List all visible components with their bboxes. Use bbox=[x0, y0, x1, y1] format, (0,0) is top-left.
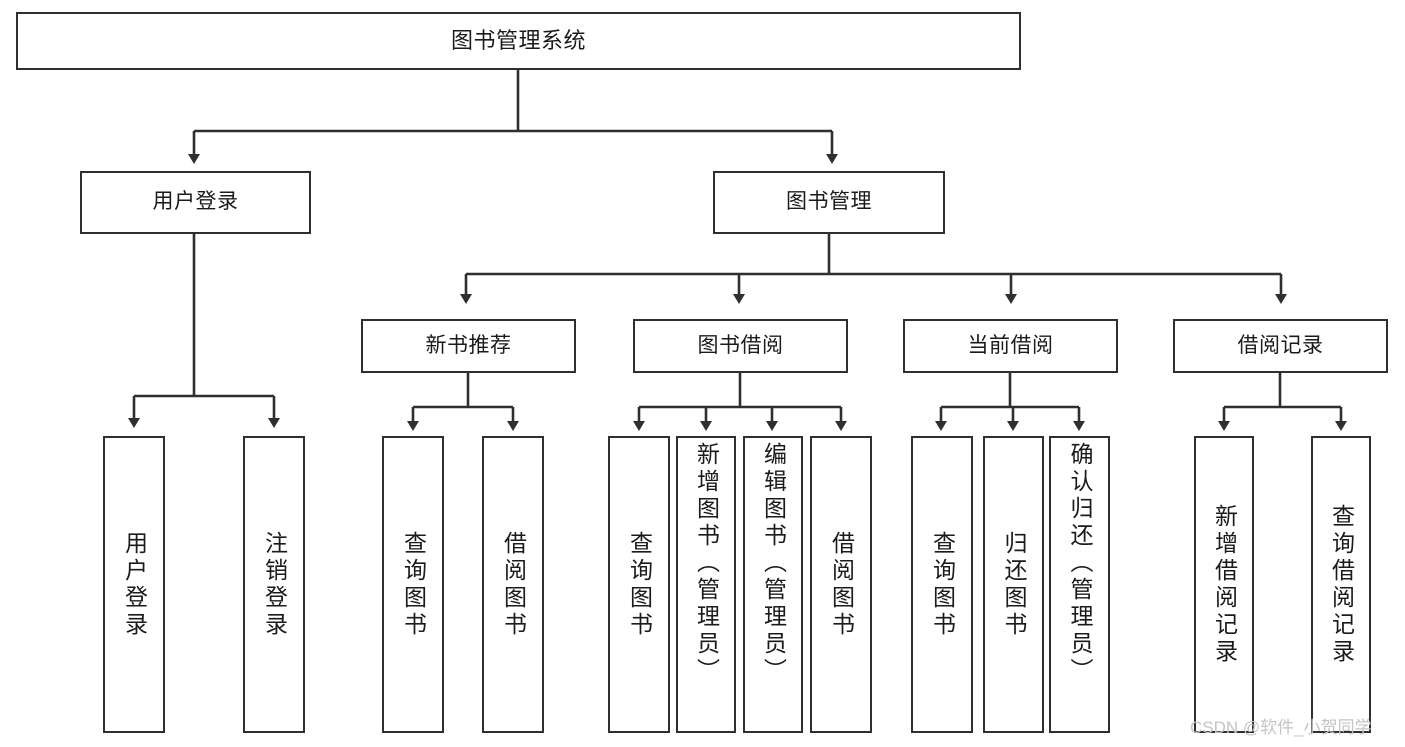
leaf-user-login[interactable]: 用户登录 bbox=[103, 436, 165, 733]
node-book-management-label: 图书管理 bbox=[786, 190, 872, 214]
leaf-query-book-2[interactable]: 查询图书 bbox=[608, 436, 670, 733]
leaf-borrow-book-2-label: 借阅图书 bbox=[828, 530, 855, 639]
node-new-book-recommend[interactable]: 新书推荐 bbox=[361, 319, 576, 373]
leaf-add-record[interactable]: 新增借阅记录 bbox=[1194, 436, 1254, 733]
leaf-logout-login-label: 注销登录 bbox=[261, 530, 288, 639]
node-current-borrow[interactable]: 当前借阅 bbox=[903, 319, 1118, 373]
leaf-add-book-label: 新增图书（管理员） bbox=[693, 442, 720, 685]
node-borrow-record-label: 借阅记录 bbox=[1237, 333, 1324, 357]
node-book-borrow-label: 图书借阅 bbox=[697, 333, 784, 357]
leaf-borrow-book-1-label: 借阅图书 bbox=[500, 530, 527, 639]
leaf-query-record-label: 查询借阅记录 bbox=[1328, 503, 1355, 666]
leaf-edit-book[interactable]: 编辑图书（管理员） bbox=[743, 436, 803, 733]
leaf-query-book-2-label: 查询图书 bbox=[626, 530, 653, 639]
leaf-add-book[interactable]: 新增图书（管理员） bbox=[676, 436, 736, 733]
leaf-return-book-label: 归还图书 bbox=[1001, 530, 1027, 639]
leaf-query-book-1-label: 查询图书 bbox=[400, 530, 427, 639]
leaf-logout-login[interactable]: 注销登录 bbox=[243, 436, 305, 733]
leaf-add-record-label: 新增借阅记录 bbox=[1211, 503, 1238, 666]
leaf-query-book-3[interactable]: 查询图书 bbox=[911, 436, 973, 733]
leaf-borrow-book-2[interactable]: 借阅图书 bbox=[810, 436, 872, 733]
node-book-borrow[interactable]: 图书借阅 bbox=[633, 319, 848, 373]
node-root-label: 图书管理系统 bbox=[450, 28, 586, 54]
leaf-confirm-return[interactable]: 确认归还（管理员） bbox=[1049, 436, 1110, 733]
node-new-book-recommend-label: 新书推荐 bbox=[425, 333, 512, 357]
csdn-watermark: CSDN @软件_小贺同学 bbox=[1190, 718, 1372, 737]
node-user-login[interactable]: 用户登录 bbox=[80, 171, 311, 234]
leaf-return-book[interactable]: 归还图书 bbox=[983, 436, 1044, 733]
leaf-query-record[interactable]: 查询借阅记录 bbox=[1311, 436, 1371, 733]
leaf-edit-book-label: 编辑图书（管理员） bbox=[760, 442, 787, 685]
leaf-query-book-3-label: 查询图书 bbox=[929, 530, 956, 639]
leaf-query-book-1[interactable]: 查询图书 bbox=[382, 436, 444, 733]
node-borrow-record[interactable]: 借阅记录 bbox=[1173, 319, 1388, 373]
leaf-borrow-book-1[interactable]: 借阅图书 bbox=[482, 436, 544, 733]
leaf-user-login-label: 用户登录 bbox=[121, 530, 148, 639]
leaf-confirm-return-label: 确认归还（管理员） bbox=[1067, 442, 1093, 685]
node-current-borrow-label: 当前借阅 bbox=[967, 333, 1054, 357]
node-root[interactable]: 图书管理系统 bbox=[16, 12, 1021, 70]
node-user-login-label: 用户登录 bbox=[152, 190, 239, 214]
node-book-management[interactable]: 图书管理 bbox=[713, 171, 945, 234]
